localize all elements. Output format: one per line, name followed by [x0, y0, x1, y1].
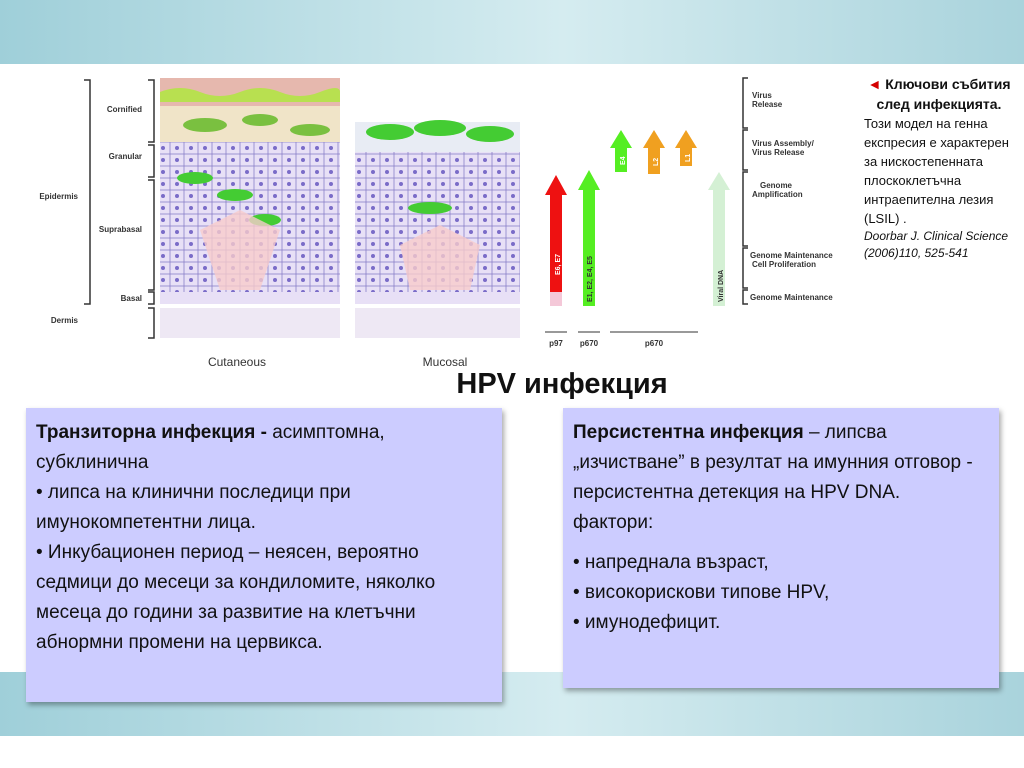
event-virus-assembly: Virus Assembly/Virus Release — [752, 139, 815, 157]
left-arrow-icon: ◄ — [867, 76, 882, 92]
label-p670-a: p670 — [580, 339, 599, 348]
label-dermis: Dermis — [51, 316, 79, 325]
label-mucosal: Mucosal — [423, 355, 468, 369]
persistent-bullet-1: • напреднала възраст, — [573, 552, 769, 573]
page-title: HPV инфекция — [456, 368, 668, 400]
label-cornified: Cornified — [107, 105, 142, 114]
arrow-e1-e2-e4-e5: E1, E2, E4, E5 — [578, 170, 600, 306]
svg-text:Viral DNA: Viral DNA — [718, 270, 725, 302]
transient-bullet-2: • Инкубационен период – неясен, вероятно… — [36, 542, 436, 653]
label-p670-b: p670 — [645, 339, 664, 348]
persistent-factors-label: фактори: — [573, 512, 654, 533]
transient-infection-box: Транзиторна инфекция - асимптомна, субкл… — [26, 408, 502, 702]
mucosal-tissue — [355, 120, 520, 338]
caption-text: Този модел на генна експресия е характер… — [864, 116, 1009, 226]
arrow-l2: L2 — [643, 130, 665, 174]
transient-heading: Транзиторна инфекция - асимптомна, субкл… — [36, 422, 385, 473]
figure-caption: ◄ Ключови събития след инфекцията. Този … — [864, 74, 1014, 262]
svg-text:L2: L2 — [653, 158, 660, 166]
persistent-heading: Персистентна инфекция – липсва „изчиства… — [573, 422, 973, 503]
label-suprabasal: Suprabasal — [99, 225, 142, 234]
label-cutaneous: Cutaneous — [208, 355, 266, 369]
arrow-e6-e7: E6, E7 — [545, 175, 567, 306]
cutaneous-tissue — [160, 78, 340, 338]
arrow-l1: L1 — [675, 130, 697, 166]
persistent-infection-box: Персистентна инфекция – липсва „изчиства… — [563, 408, 999, 688]
persistent-bullet-3: • имунодефицит. — [573, 612, 721, 633]
hpv-life-cycle-figure: Cornified Granular Epidermis Suprabasal … — [39, 77, 833, 369]
event-genome-maintenance: Genome Maintenance — [750, 293, 833, 302]
svg-text:E4: E4 — [620, 156, 627, 165]
label-granular: Granular — [109, 152, 142, 161]
label-epidermis: Epidermis — [39, 192, 78, 201]
arrow-viral-dna: Viral DNA — [708, 172, 730, 306]
label-basal: Basal — [121, 294, 142, 303]
svg-text:E1, E2, E4, E5: E1, E2, E4, E5 — [587, 256, 594, 302]
label-p97: p97 — [549, 339, 563, 348]
caption-key-events: ◄ Ключови събития след инфекцията. — [867, 76, 1011, 112]
caption-citation: Doorbar J. Clinical Science (2006)110, 5… — [864, 229, 1009, 260]
top-band — [0, 0, 1024, 64]
transient-bullet-1: • липса на клинични последици при имунок… — [36, 482, 351, 533]
svg-text:L1: L1 — [685, 154, 692, 162]
svg-text:E6, E7: E6, E7 — [555, 254, 562, 275]
arrow-e4: E4 — [610, 130, 632, 172]
persistent-bullet-2: • високорискови типове HPV, — [573, 582, 830, 603]
